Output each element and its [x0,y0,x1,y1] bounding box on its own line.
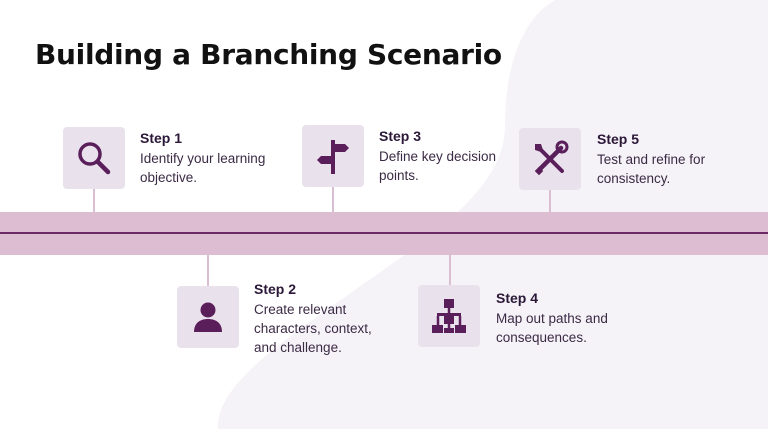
step-description: Identify your learning objective. [140,151,266,185]
connector-step-5 [549,190,551,213]
person-icon [194,302,222,332]
step-title: Step 5 [597,131,640,147]
step-1-icon-box [63,127,125,189]
step-2: Step 2 Create relevant characters, conte… [254,281,414,357]
signpost-icon [317,140,349,174]
step-title: Step 4 [496,290,539,306]
tools-icon [534,140,569,176]
step-title: Step 3 [379,128,422,144]
step-5-icon-box [519,128,581,190]
magnifier-icon [78,142,111,175]
step-description: Test and refine for consistency. [597,152,706,186]
step-1: Step 1 Identify your learning objective. [140,130,300,187]
step-description: Create relevant characters, context, and… [254,302,372,355]
connector-step-3 [332,187,334,213]
flowchart-icon [432,299,466,333]
connector-step-1 [93,189,95,213]
step-title: Step 1 [140,130,183,146]
connector-step-2 [207,255,209,286]
step-4-icon-box [418,285,480,347]
step-3: Step 3 Define key decision points. [379,128,539,185]
step-description: Define key decision points. [379,149,497,183]
step-2-icon-box [177,286,239,348]
step-title: Step 2 [254,281,297,297]
timeline-line [0,232,768,234]
step-3-icon-box [302,125,364,187]
step-description: Map out paths and consequences. [496,311,608,345]
connector-step-4 [449,255,451,285]
page-title: Building a Branching Scenario [35,38,502,71]
step-5: Step 5 Test and refine for consistency. [597,131,757,188]
step-4: Step 4 Map out paths and consequences. [496,290,656,347]
